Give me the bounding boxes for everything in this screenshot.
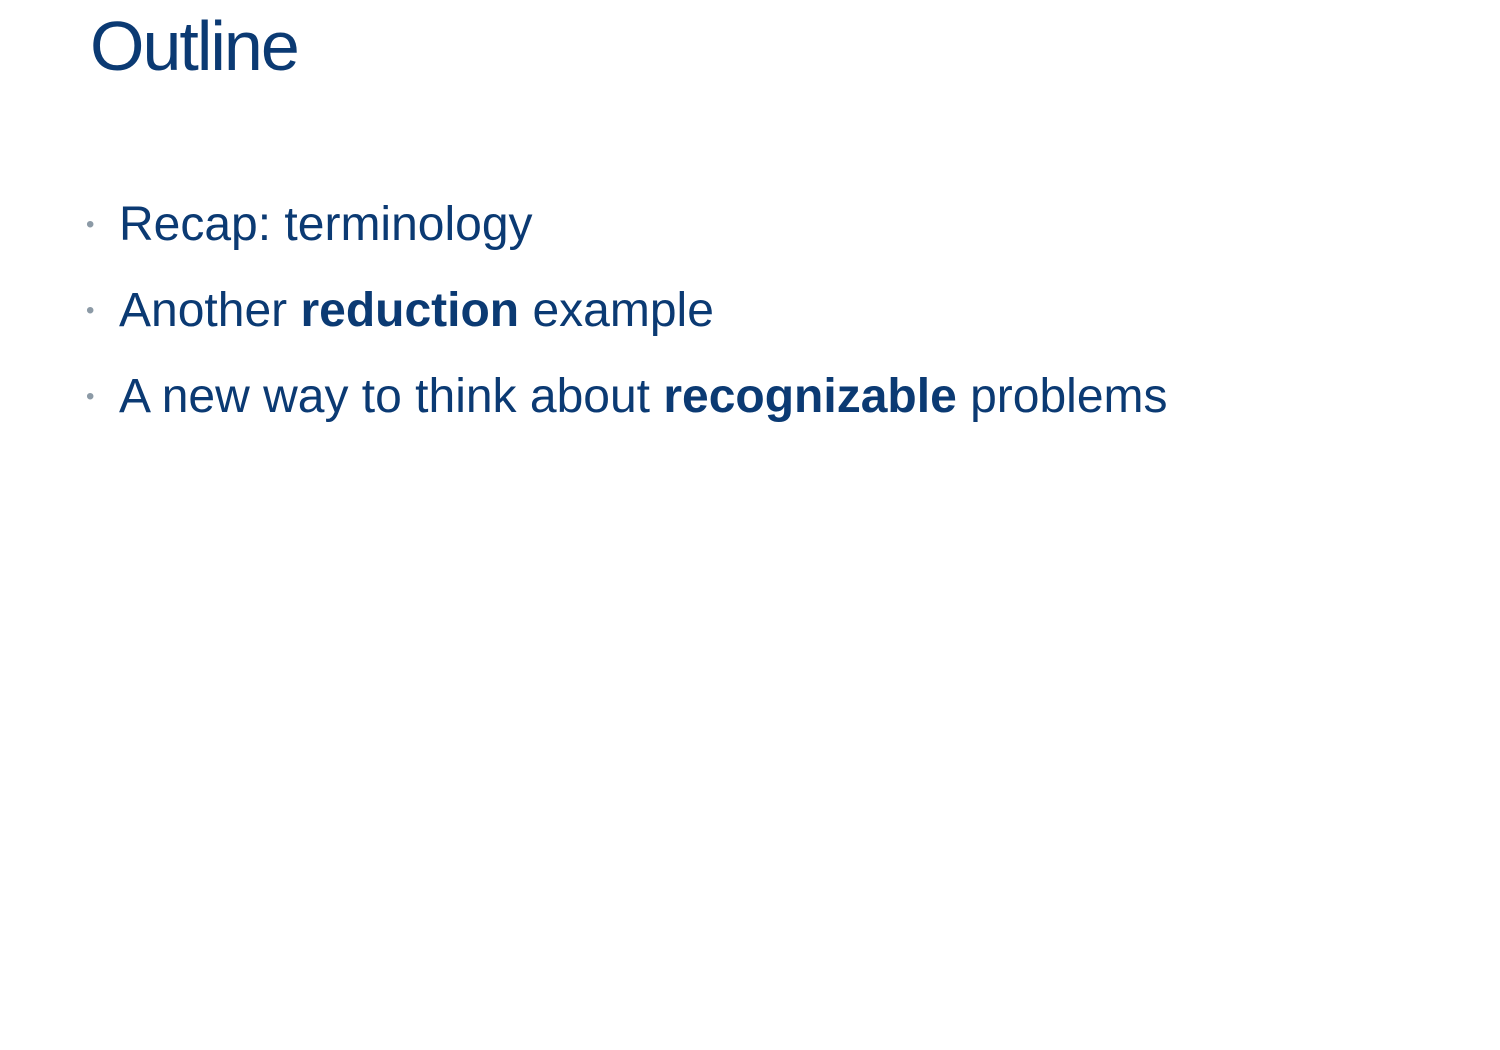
bullet-text: Recap: terminology bbox=[119, 196, 533, 254]
bullet-text: Another reduction example bbox=[119, 282, 714, 340]
bullet-text-plain: Another bbox=[119, 284, 301, 337]
bullet-text-plain: A new way to think about bbox=[119, 370, 664, 423]
bullet-icon: • bbox=[86, 211, 95, 238]
bullet-icon: • bbox=[86, 383, 95, 410]
bullet-text-bold: recognizable bbox=[663, 370, 957, 423]
slide-title: Outline bbox=[90, 7, 300, 85]
bullet-text-plain: example bbox=[519, 284, 714, 337]
bullet-icon: • bbox=[86, 297, 95, 324]
bullet-text-plain: Recap: terminology bbox=[119, 198, 533, 251]
bullet-text-bold: reduction bbox=[300, 284, 520, 337]
bullet-text: A new way to think about recognizable pr… bbox=[119, 368, 1168, 426]
bullet-text-plain: problems bbox=[956, 370, 1168, 423]
